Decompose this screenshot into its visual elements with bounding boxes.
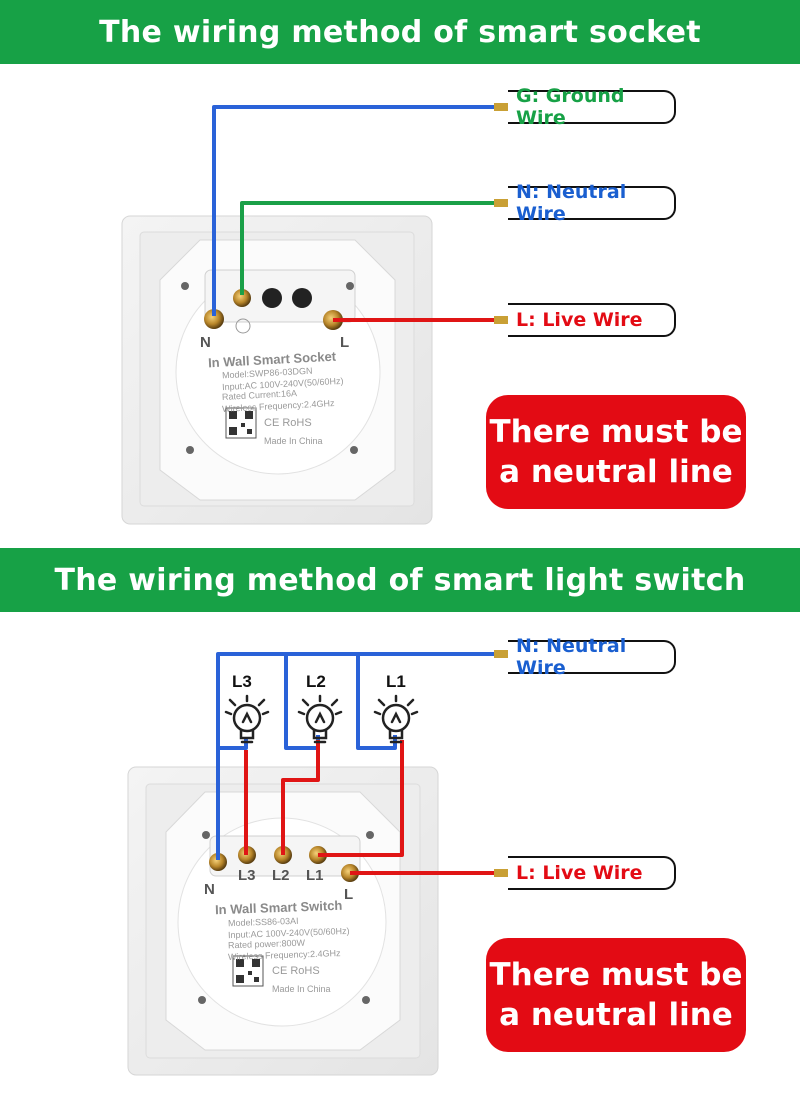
socket-made-in: Made In China: [264, 436, 323, 446]
socket-device: [121, 215, 433, 525]
switch-made-in: Made In China: [272, 984, 331, 994]
lightbulb-icon: [373, 694, 419, 744]
neutral-wire-label: N: Neutral Wire: [508, 181, 676, 225]
live-wire-label: L: Live Wire: [508, 303, 676, 337]
switch-terminal-l3: L3: [238, 867, 256, 884]
lightbulb-icon: [297, 694, 343, 744]
switch-terminal-l: L: [344, 886, 354, 903]
bulbs: [224, 694, 419, 744]
switch-terminal-n: N: [204, 881, 215, 898]
switch-terminal-l2: L2: [272, 867, 290, 884]
bulb-label-l3: L3: [232, 672, 252, 691]
bulb-label-l2: L2: [306, 672, 326, 691]
lightbulb-icon: [224, 694, 270, 744]
switch-wires: [216, 652, 496, 875]
warning-line: There must be: [489, 957, 743, 993]
warning-line: a neutral line: [499, 454, 733, 490]
switch-section-title: The wiring method of smart light switch: [0, 548, 800, 612]
socket-terminal-n: N: [200, 334, 211, 351]
qr-code-icon: [232, 955, 264, 987]
ground-wire-label: G: Ground Wire: [508, 85, 676, 129]
bulb-label-l1: L1: [386, 672, 406, 691]
switch-cert: CE RoHS: [272, 965, 320, 977]
socket-wires: [212, 105, 496, 322]
warning-line: There must be: [489, 414, 743, 450]
socket-cert: CE RoHS: [264, 417, 312, 429]
socket-neutral-warning: There must be a neutral line: [486, 395, 746, 509]
socket-terminal-l: L: [340, 334, 350, 351]
warning-line: a neutral line: [499, 997, 733, 1033]
qr-code-icon: [225, 407, 257, 439]
live-wire-label: L: Live Wire: [508, 856, 676, 890]
socket-section-title: The wiring method of smart socket: [0, 0, 800, 64]
switch-neutral-warning: There must be a neutral line: [486, 938, 746, 1052]
switch-terminal-l1: L1: [306, 867, 324, 884]
neutral-wire-label: N: Neutral Wire: [508, 635, 676, 679]
